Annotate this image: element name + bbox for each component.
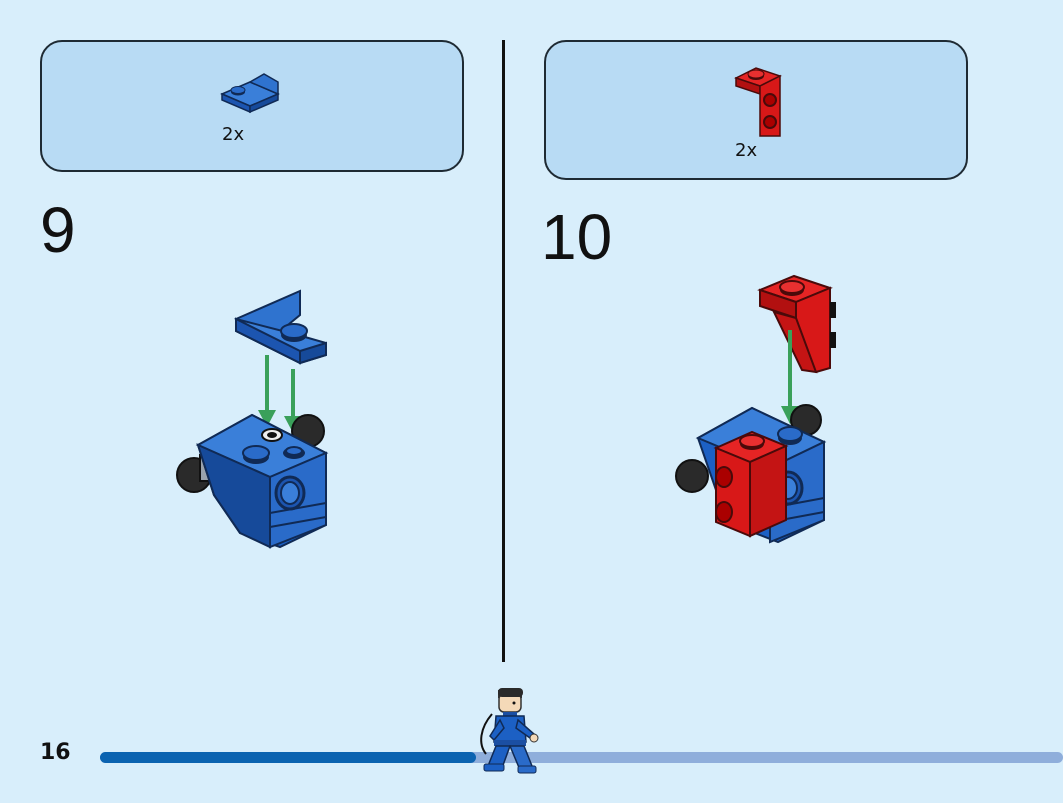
red-bracket-icon — [734, 67, 782, 137]
blue-base-assembly — [195, 413, 329, 549]
black-wheel — [675, 459, 709, 493]
red-bracket-piece — [757, 274, 836, 374]
blue-bracket-plate-icon — [220, 73, 280, 114]
step-10-assembly-illustration — [675, 274, 836, 544]
progress-bar-fill — [100, 752, 476, 763]
blue-bracket-piece — [234, 289, 327, 365]
parts-callout-step-10: 2x — [544, 40, 968, 180]
page-number: 16 — [40, 740, 71, 765]
step-number: 9 — [40, 194, 76, 266]
step-9-assembly-illustration — [176, 289, 329, 549]
minifigure-walking-icon — [480, 688, 539, 774]
progress-bar — [100, 752, 1063, 763]
red-bracket-attached — [713, 430, 789, 538]
step-divider — [502, 40, 505, 662]
step-number: 10 — [541, 201, 613, 273]
parts-callout-step-9: 2x — [40, 40, 464, 172]
part-quantity: 2x — [222, 124, 245, 145]
part-quantity: 2x — [735, 140, 758, 161]
